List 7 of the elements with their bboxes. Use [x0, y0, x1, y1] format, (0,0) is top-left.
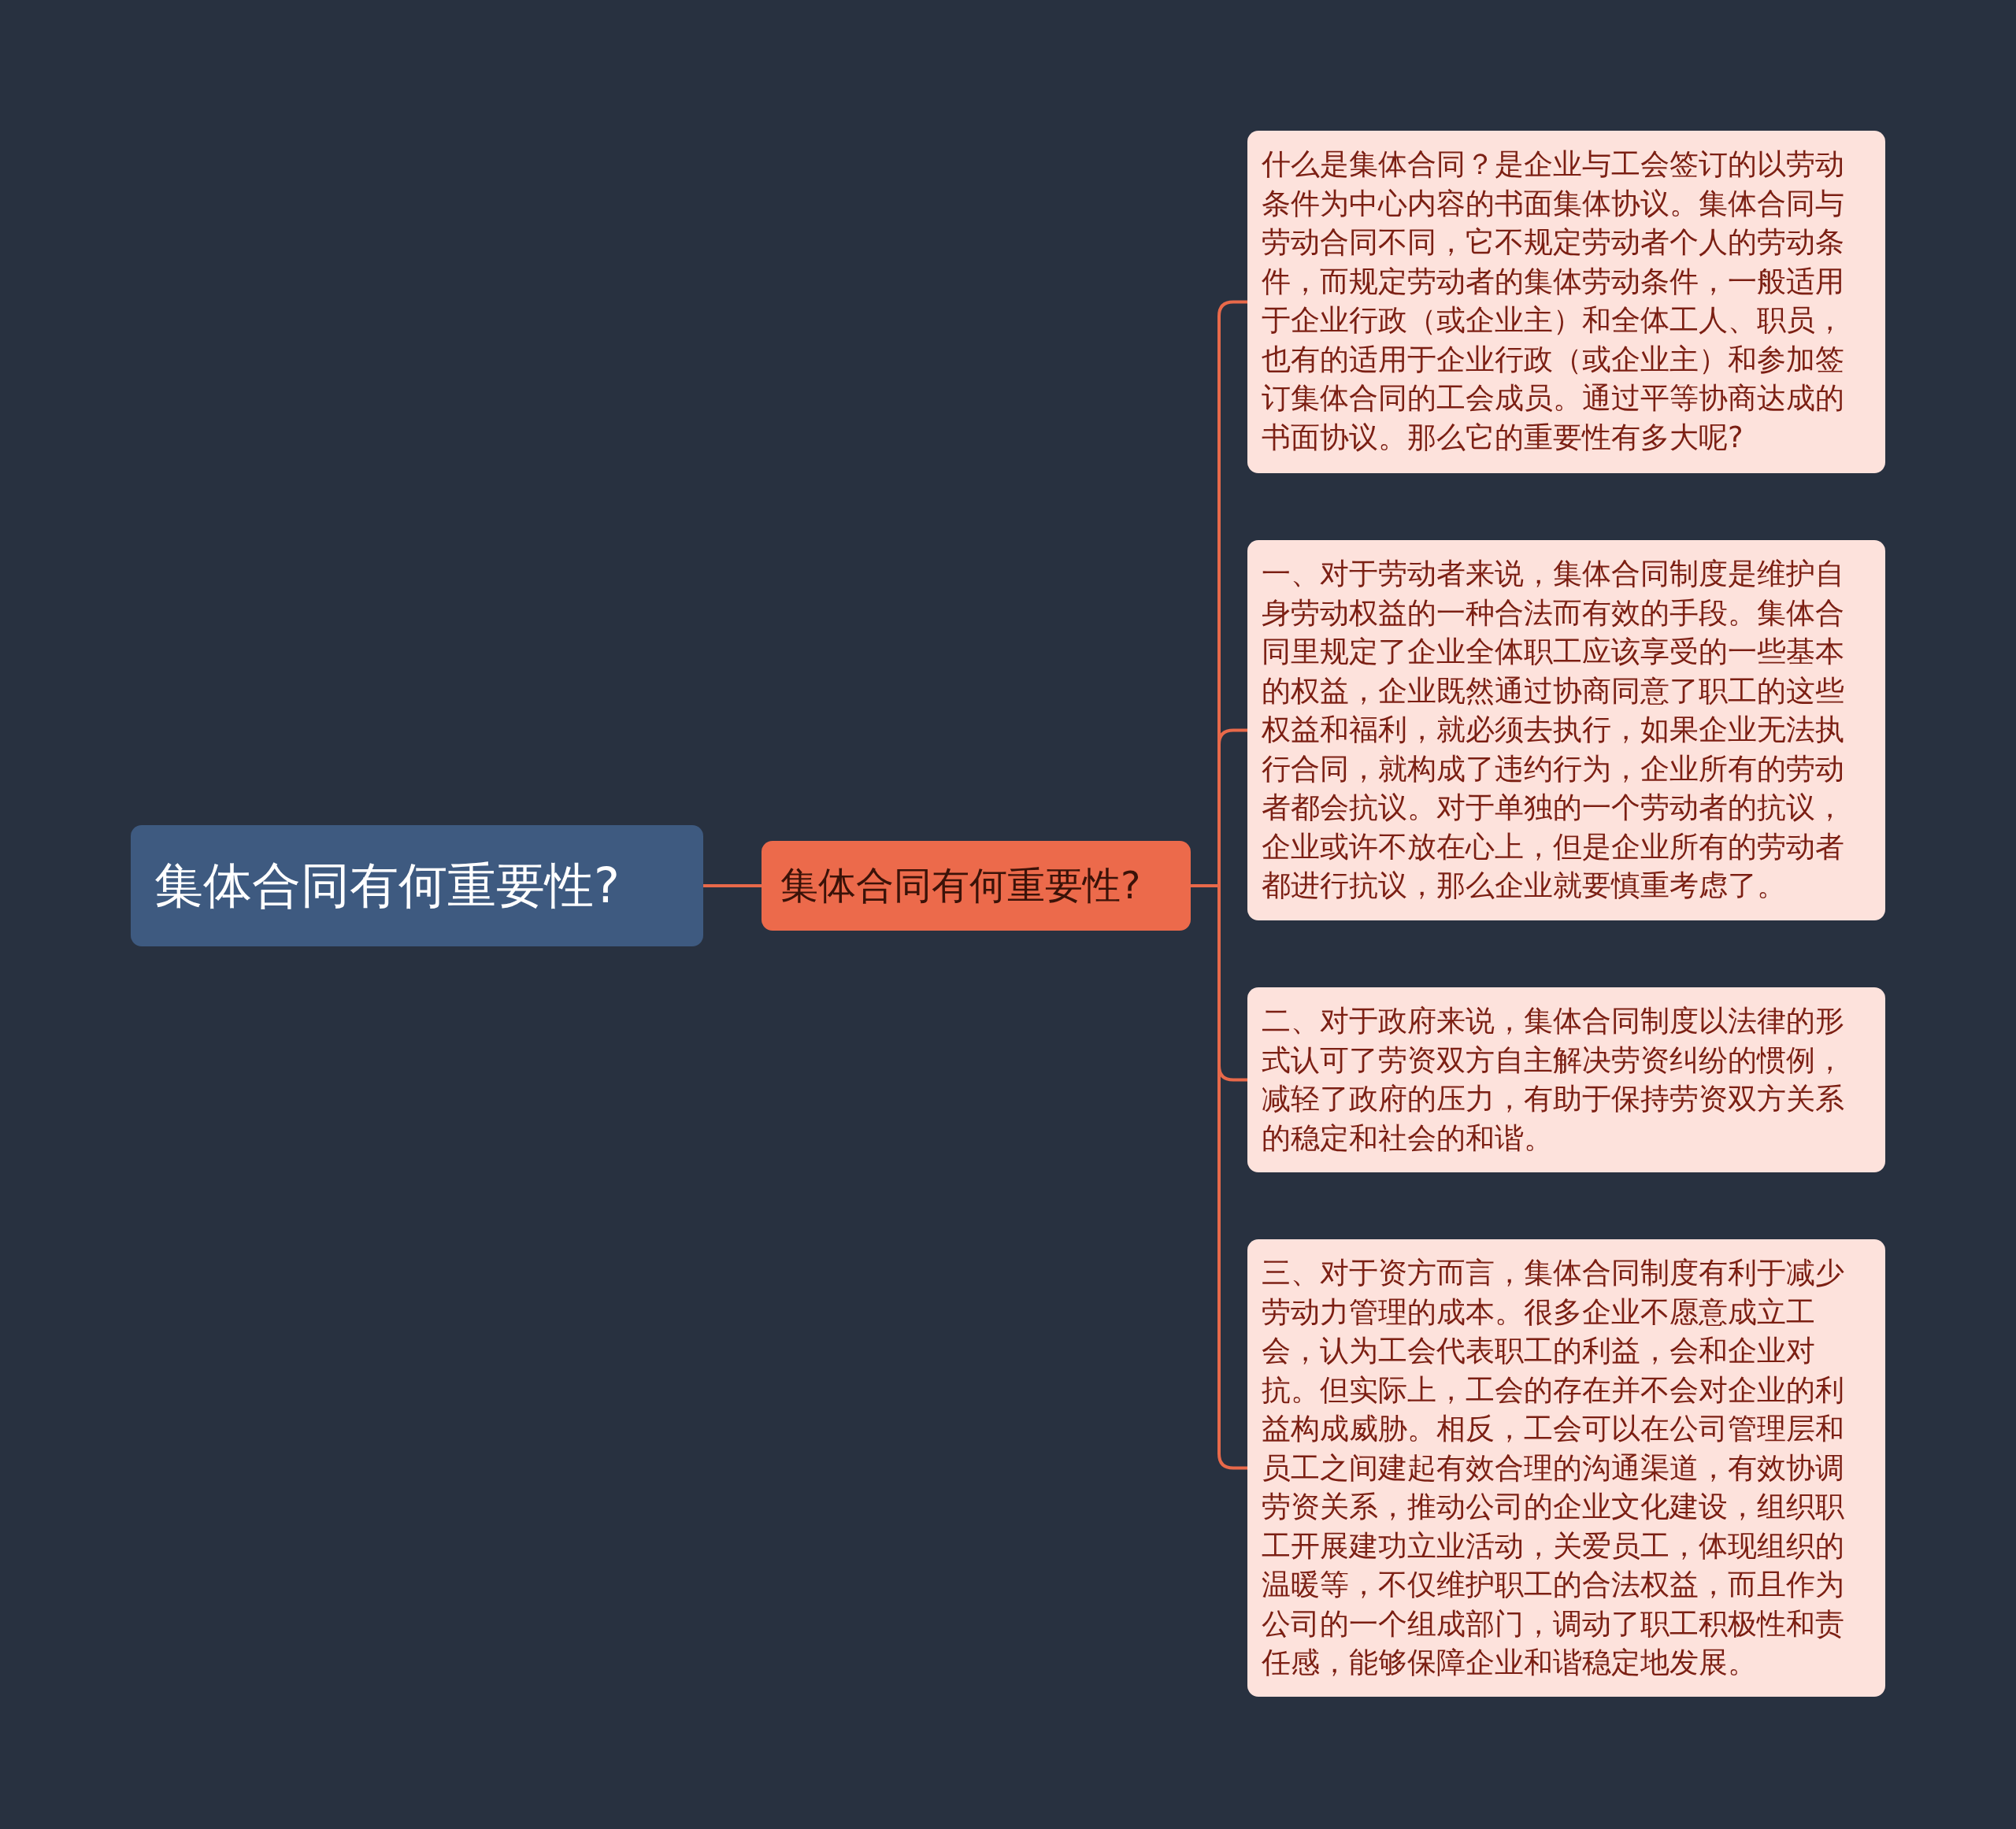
text-card: 什么是集体合同？是企业与工会签订的以劳动条件为中心内容的书面集体协议。集体合同与劳动合同不同，它不规定劳动者个人的劳动条件，而规定劳动者的集体劳动条件，一般适用于企业行政（或企业主）和全体工人、职员，也有的适用于企业行政（或企业主）和参加签订集体合同的工会成员。通过平等协商达成的书面协议。那么它的重要性有多大呢?: [1247, 131, 1885, 473]
text-card: 三、对于资方而言，集体合同制度有利于减少劳动力管理的成本。很多企业不愿意成立工会，认为工会代表职工的利益，会和企业对抗。但实际上，工会的存在并不会对企业的利益构成威胁。相反，工会可以在公司管理层和员工之间建起有效合理的沟通渠道，有效协调劳资关系，推动公司的企业文化建设，组织职工开展建功立业活动，关爱员工，体现组织的温暖等，不仅维护职工的合法权益，而且作为公司的一个组成部门，调动了职工积极性和责任感，能够保障企业和谐稳定地发展。: [1247, 1239, 1885, 1697]
text-card: 一、对于劳动者来说，集体合同制度是维护自身劳动权益的一种合法而有效的手段。集体合同里规定了企业全体职工应该享受的一些基本的权益，企业既然通过协商同意了职工的这些权益和福利，就必须去执行，如果企业无法执行合同，就构成了违约行为，企业所有的劳动者都会抗议。对于单独的一个劳动者的抗议，企业或许不放在心上，但是企业所有的劳动者都进行抗议，那么企业就要慎重考虑了。: [1247, 540, 1885, 920]
topic-box: 集体合同有何重要性?: [131, 825, 703, 946]
subtopic-box: 集体合同有何重要性?: [762, 841, 1191, 931]
text-card: 二、对于政府来说，集体合同制度以法律的形式认可了劳资双方自主解决劳资纠纷的惯例，减轻了政府的压力，有助于保持劳资双方关系的稳定和社会的和谐。: [1247, 987, 1885, 1172]
connector-line: [703, 884, 762, 887]
